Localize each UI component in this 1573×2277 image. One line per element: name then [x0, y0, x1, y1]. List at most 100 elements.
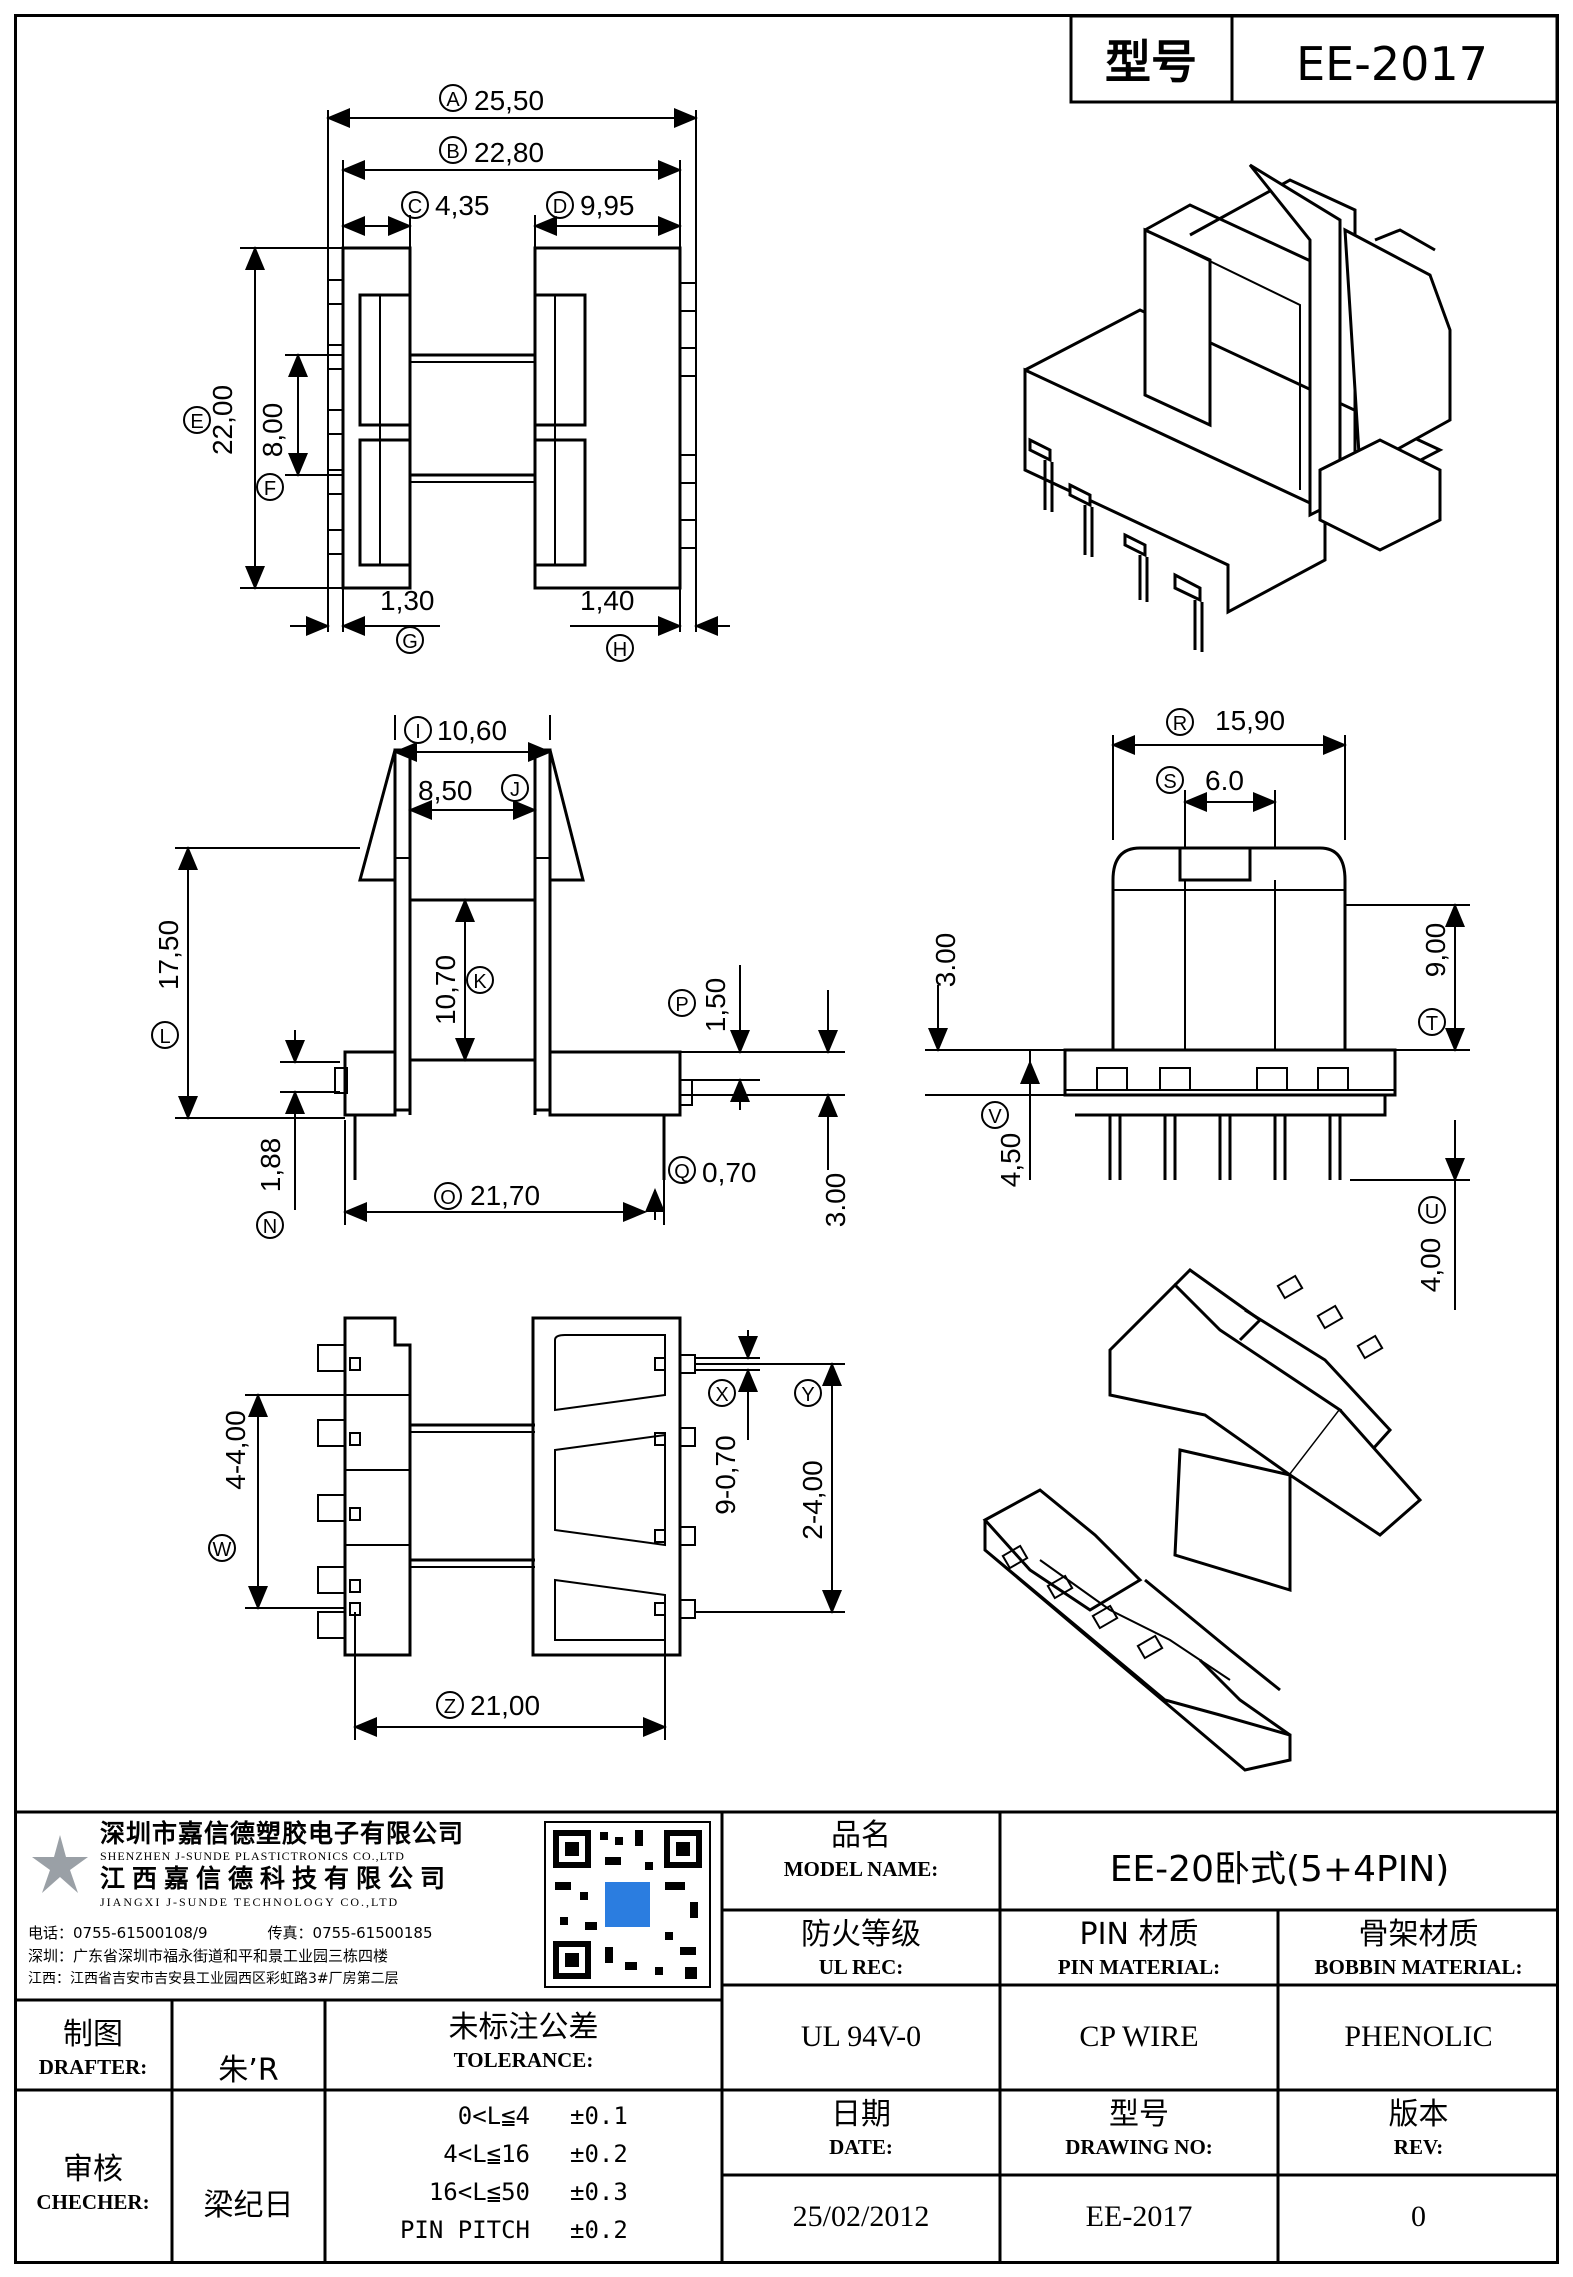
- dim-letter-g: G: [402, 631, 418, 653]
- dim-letter-c: C: [408, 196, 422, 218]
- ul-rec-label: 防火等级 UL REC:: [801, 1917, 921, 1979]
- top-view: A 25,50 B 22,80 C 4,35 D 9,95 22,00 E 8,…: [183, 84, 730, 662]
- company-addr-sz: 深圳：广东省深圳市福永街道和平和景工业园三栋四楼: [28, 1947, 389, 1965]
- dim-letter-d: D: [553, 196, 567, 218]
- dim-letter-x: X: [715, 1384, 728, 1406]
- company-name-cn-2: 江西嘉信德科技有限公司: [100, 1864, 453, 1893]
- model-name-label: 品名 MODEL NAME:: [783, 1818, 939, 1881]
- dim-letter-t: T: [1426, 1013, 1438, 1035]
- dim-p: 1,50: [700, 978, 731, 1033]
- header-model-label: 型号: [1105, 35, 1197, 89]
- date-value: 25/02/2012: [792, 2200, 930, 2233]
- company-contact: 电话：0755-61500108/9 传真：0755-61500185 深圳：广东…: [28, 1922, 548, 1991]
- dim-a: 25,50: [474, 85, 544, 116]
- dim-x: 9-0,70: [710, 1435, 741, 1514]
- rev-label: 版本 REV:: [1388, 2097, 1449, 2159]
- dim-j: 8,50: [418, 775, 473, 806]
- dim-side-b: 3.00: [820, 1173, 851, 1228]
- dim-e: 22,00: [207, 385, 238, 455]
- bottom-view: 4-4,00 W 9-0,70 X 2-4,00 Y Z 21,00: [208, 1316, 845, 1740]
- dim-letter-l: L: [159, 1026, 170, 1048]
- tolerance-row: 16<L≦50±0.3: [428, 2178, 628, 2206]
- checker-name: 梁纪日: [203, 2188, 294, 2223]
- company-logo-icon: [32, 1835, 88, 1893]
- drafter-label: 制图 DRAFTER:: [38, 2017, 148, 2079]
- dim-t: 9,00: [1420, 923, 1451, 978]
- dim-letter-n: N: [263, 1216, 277, 1238]
- dim-letter-w: W: [213, 1539, 232, 1561]
- dim-letter-u: U: [1425, 1201, 1439, 1223]
- dim-letter-q: Q: [674, 1161, 690, 1183]
- dim-letter-k: K: [473, 971, 487, 993]
- drawing-no-value: EE-2017: [1085, 2200, 1193, 2233]
- dim-letter-y: Y: [801, 1384, 814, 1406]
- dim-letter-v: V: [988, 1106, 1002, 1128]
- dim-y: 2-4,00: [797, 1460, 828, 1539]
- dim-s: 6.0: [1205, 765, 1244, 796]
- dim-side-a: 3.00: [930, 933, 961, 988]
- dim-w: 4-4,00: [220, 1410, 251, 1489]
- dim-letter-z: Z: [444, 1696, 456, 1718]
- dim-n: 1,88: [255, 1138, 286, 1193]
- dim-k: 10,70: [430, 955, 461, 1025]
- dim-letter-p: P: [675, 994, 688, 1016]
- dim-u: 4,00: [1415, 1238, 1446, 1293]
- header-box: 型号 EE-2017: [1069, 14, 1559, 104]
- dim-l: 17,50: [153, 920, 184, 990]
- date-label: 日期 DATE:: [829, 2097, 893, 2159]
- dim-r: 15,90: [1215, 705, 1285, 736]
- bobbin-material-label: 骨架材质 BOBBIN MATERIAL:: [1314, 1917, 1523, 1979]
- dim-letter-b: B: [446, 141, 459, 163]
- dim-c: 4,35: [435, 190, 490, 221]
- company-name-en-2: JIANGXI J-SUNDE TECHNOLOGY CO.,LTD: [100, 1895, 400, 1909]
- dim-letter-s: S: [1163, 771, 1176, 793]
- dim-d: 9,95: [580, 190, 635, 221]
- company-addr-jx: 江西：江西省吉安市吉安县工业园西区彩虹路3#厂房第二层: [28, 1971, 399, 1987]
- iso-view-bottom: [982, 1268, 1423, 1772]
- drawing-sheet: [14, 14, 1559, 2264]
- dim-letter-o: O: [440, 1187, 456, 1209]
- dim-q: 0,70: [702, 1157, 757, 1188]
- dim-b: 22,80: [474, 137, 544, 168]
- company-fax: 传真：0755-61500185: [267, 1924, 433, 1942]
- drafter-name: 朱’R: [218, 2053, 279, 2088]
- dim-z: 21,00: [470, 1690, 540, 1721]
- tolerance-table: 0<L≦4±0.1 4<L≦16±0.2 16<L≦50±0.3 PIN PIT…: [340, 2097, 720, 2249]
- header-model-value: EE-2017: [1296, 37, 1488, 91]
- checker-label: 审核 CHECHER:: [36, 2152, 150, 2214]
- dim-i: 10,60: [437, 715, 507, 746]
- dim-letter-j: J: [510, 779, 520, 801]
- company-name-cn-1: 深圳市嘉信德塑胶电子有限公司: [100, 1819, 465, 1848]
- qr-code-icon: [544, 1821, 711, 1988]
- company-block: 深圳市嘉信德塑胶电子有限公司 SHENZHEN J-SUNDE PLASTICT…: [100, 1820, 540, 1910]
- ul-rec-value: UL 94V-0: [800, 2020, 922, 2053]
- model-name-value: EE-20卧式(5+4PIN): [1109, 1849, 1450, 1890]
- dim-letter-e: E: [190, 411, 203, 433]
- dim-g: 1,30: [380, 585, 435, 616]
- dim-letter-h: H: [613, 639, 627, 661]
- pin-material-label: PIN 材质 PIN MATERIAL:: [1057, 1917, 1221, 1979]
- rev-value: 0: [1411, 2200, 1426, 2233]
- pin-material-value: CP WIRE: [1079, 2020, 1199, 2053]
- company-phone: 电话：0755-61500108/9: [28, 1924, 208, 1942]
- company-name-en-1: SHENZHEN J-SUNDE PLASTICTRONICS CO.,LTD: [100, 1849, 405, 1863]
- dim-letter-a: A: [446, 89, 460, 111]
- dim-letter-f: F: [264, 478, 276, 500]
- dim-v: 4,50: [995, 1133, 1026, 1188]
- tolerance-row: 4<L≦16±0.2: [443, 2140, 628, 2168]
- drawing-no-label: 型号 DRAWING NO:: [1065, 2097, 1213, 2159]
- side-view: R 15,90 S 6.0 9,00 T 3.00 4,50 V 4,00 U: [925, 705, 1470, 1310]
- tolerance-label: 未标注公差 TOLERANCE:: [448, 2010, 599, 2072]
- title-block-grid: [14, 1810, 1559, 2262]
- tolerance-row: PIN PITCH±0.2: [399, 2216, 628, 2244]
- dim-h: 1,40: [580, 585, 635, 616]
- iso-view-top: [1023, 163, 1452, 652]
- tolerance-row: 0<L≦4±0.1: [457, 2102, 628, 2130]
- dim-letter-i: I: [415, 721, 421, 743]
- dim-letter-r: R: [1173, 713, 1187, 735]
- dim-o: 21,70: [470, 1180, 540, 1211]
- dim-f: 8,00: [257, 403, 288, 458]
- bobbin-material-value: PHENOLIC: [1344, 2020, 1493, 2053]
- front-view: I 10,60 8,50 J 10,70 K 17,50 L 1,88 N O …: [151, 715, 851, 1239]
